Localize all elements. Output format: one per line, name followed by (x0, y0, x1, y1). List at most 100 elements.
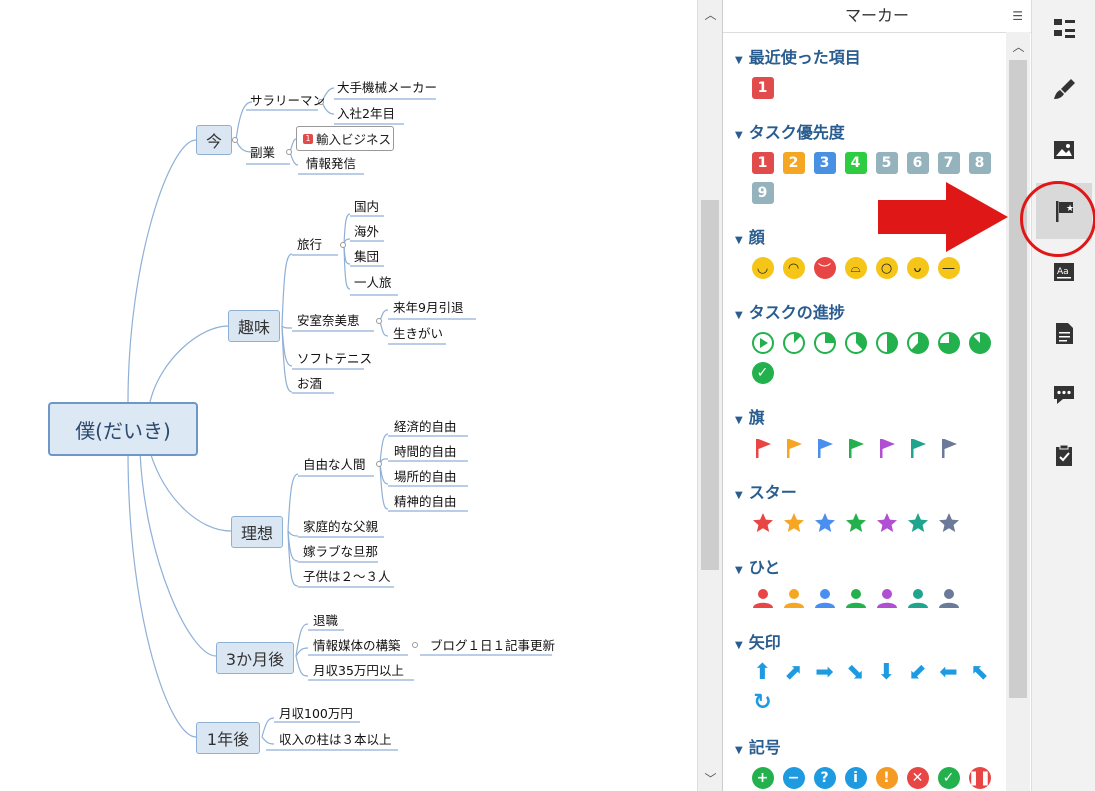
priority-3-icon[interactable]: 3 (813, 152, 836, 174)
outline-icon[interactable] (1036, 0, 1092, 56)
topic-group[interactable]: 集団 (354, 249, 380, 264)
topic-import-business[interactable]: 1 輸入ビジネス (296, 126, 394, 151)
priority-5-icon[interactable]: 5 (875, 152, 898, 174)
topic-retire-next-year[interactable]: 来年9月引退 (393, 300, 464, 315)
arrow-down-right-icon[interactable]: ⬊ (846, 660, 865, 685)
flag-purple-icon[interactable] (875, 436, 899, 460)
minus-icon[interactable]: − (782, 767, 805, 789)
star-purple-icon[interactable] (875, 511, 899, 535)
arrow-left-icon[interactable]: ⬅ (939, 660, 958, 685)
topic-three-pillars[interactable]: 収入の柱は３本以上 (279, 732, 392, 747)
person-orange-icon[interactable] (782, 586, 806, 610)
flag-gray-icon[interactable] (937, 436, 961, 460)
topic-amuro[interactable]: 安室奈美恵 (297, 313, 360, 328)
progress-done-icon[interactable]: ✓ (751, 362, 774, 384)
section-recent[interactable]: ▼最近使った項目 (735, 48, 861, 67)
topic-economic-free[interactable]: 経済的自由 (394, 419, 457, 434)
section-face[interactable]: ▼顔 (735, 228, 765, 247)
section-arrow[interactable]: ▼矢印 (735, 633, 781, 652)
priority-8-icon[interactable]: 8 (968, 152, 991, 174)
star-green-icon[interactable] (844, 511, 868, 535)
refresh-icon[interactable]: ↻ (753, 690, 772, 715)
scroll-thumb[interactable] (701, 200, 719, 570)
section-priority[interactable]: ▼タスク優先度 (735, 123, 845, 142)
flag-green-icon[interactable] (844, 436, 868, 460)
topic-income-1m[interactable]: 月収100万円 (279, 706, 353, 721)
laugh-face-icon[interactable]: ◠ (782, 257, 805, 279)
topic-ideal[interactable]: 理想 (231, 516, 283, 548)
topic-one-year[interactable]: 1年後 (196, 722, 260, 754)
arrow-up-icon[interactable]: ⬆ (753, 660, 772, 685)
task-clipboard-icon[interactable] (1036, 427, 1092, 483)
priority-4-icon[interactable]: 4 (844, 152, 867, 174)
topic-media[interactable]: 情報媒体の構築 (313, 638, 401, 653)
section-people[interactable]: ▼ひと (735, 558, 781, 577)
progress-1-8-icon[interactable] (782, 331, 806, 355)
topic-income-350k[interactable]: 月収35万円以上 (313, 663, 404, 678)
panel-scrollbar[interactable]: ︿ (1006, 32, 1030, 791)
progress-5-8-icon[interactable] (906, 331, 930, 355)
topic-info-share[interactable]: 情報発信 (306, 156, 357, 171)
topic-sake[interactable]: お酒 (297, 376, 323, 391)
image-icon[interactable] (1036, 122, 1092, 178)
central-topic[interactable]: 僕(だいき) (48, 402, 198, 456)
style-brush-icon[interactable] (1036, 61, 1092, 117)
star-teal-icon[interactable] (906, 511, 930, 535)
mindmap-canvas[interactable]: 僕(だいき) 今 サラリーマン 大手機械メーカー 入社2年目 副業 1 輸入ビジ… (0, 0, 697, 791)
topic-mind-free[interactable]: 精神的自由 (394, 494, 457, 509)
person-teal-icon[interactable] (906, 586, 930, 610)
neutral-face-icon[interactable]: — (937, 257, 960, 279)
arrow-up-right-icon[interactable]: ⬈ (784, 660, 803, 685)
arrow-up-left-icon[interactable]: ⬉ (970, 660, 989, 685)
priority-1-icon[interactable]: 1 (751, 152, 774, 174)
smile-face-icon[interactable]: ◡ (751, 257, 774, 279)
topic-hobby[interactable]: 趣味 (228, 310, 280, 342)
plus-icon[interactable]: + (751, 767, 774, 789)
topic-three-months[interactable]: 3か月後 (216, 642, 294, 674)
priority-7-icon[interactable]: 7 (937, 152, 960, 174)
topic-children[interactable]: 子供は２〜３人 (303, 569, 391, 584)
cross-icon[interactable]: ✕ (906, 767, 929, 789)
progress-3-4-icon[interactable] (937, 331, 961, 355)
topic-blog-daily[interactable]: ブログ１日１記事更新 (430, 638, 556, 653)
progress-3-8-icon[interactable] (844, 331, 868, 355)
priority-9-icon[interactable]: 9 (751, 182, 774, 204)
canvas-scrollbar[interactable]: ︿ ﹀ (697, 0, 723, 791)
star-blue-icon[interactable] (813, 511, 837, 535)
flag-orange-icon[interactable] (782, 436, 806, 460)
section-symbol[interactable]: ▼記号 (735, 738, 781, 757)
topic-now[interactable]: 今 (196, 125, 232, 155)
notes-icon[interactable] (1036, 305, 1092, 361)
topic-soft-tennis[interactable]: ソフトテニス (297, 351, 373, 366)
flag-blue-icon[interactable] (813, 436, 837, 460)
priority-6-icon[interactable]: 6 (906, 152, 929, 174)
topic-quit[interactable]: 退職 (313, 613, 339, 628)
topic-domestic[interactable]: 国内 (354, 199, 380, 214)
progress-7-8-icon[interactable] (968, 331, 992, 355)
section-flag[interactable]: ▼旗 (735, 408, 765, 427)
panel-scroll-up-icon[interactable]: ︿ (1012, 40, 1025, 54)
flag-teal-icon[interactable] (906, 436, 930, 460)
topic-travel[interactable]: 旅行 (297, 237, 323, 252)
star-red-icon[interactable] (751, 511, 775, 535)
progress-1-4-icon[interactable] (813, 331, 837, 355)
person-gray-icon[interactable] (937, 586, 961, 610)
topic-family-father[interactable]: 家庭的な父親 (303, 519, 379, 534)
arrow-down-icon[interactable]: ⬇ (877, 660, 896, 685)
topic-overseas[interactable]: 海外 (354, 224, 380, 239)
surprised-face-icon[interactable]: ○ (875, 257, 898, 279)
progress-half-icon[interactable] (875, 331, 899, 355)
check-icon[interactable]: ✓ (937, 767, 960, 789)
format-text-icon[interactable]: Aa (1036, 244, 1092, 300)
topic-loving-husband[interactable]: 嫁ラブな旦那 (303, 544, 379, 559)
star-orange-icon[interactable] (782, 511, 806, 535)
exclamation-icon[interactable]: ! (875, 767, 898, 789)
topic-salaryman[interactable]: サラリーマン (250, 93, 326, 108)
arrow-down-left-icon[interactable]: ⬋ (908, 660, 927, 685)
progress-start-icon[interactable] (751, 331, 775, 355)
flag-red-icon[interactable] (751, 436, 775, 460)
cry-face-icon[interactable]: ⌓ (844, 257, 867, 279)
topic-place-free[interactable]: 場所的自由 (394, 469, 457, 484)
section-star[interactable]: ▼スター (735, 483, 797, 502)
topic-year2[interactable]: 入社2年目 (337, 106, 395, 121)
